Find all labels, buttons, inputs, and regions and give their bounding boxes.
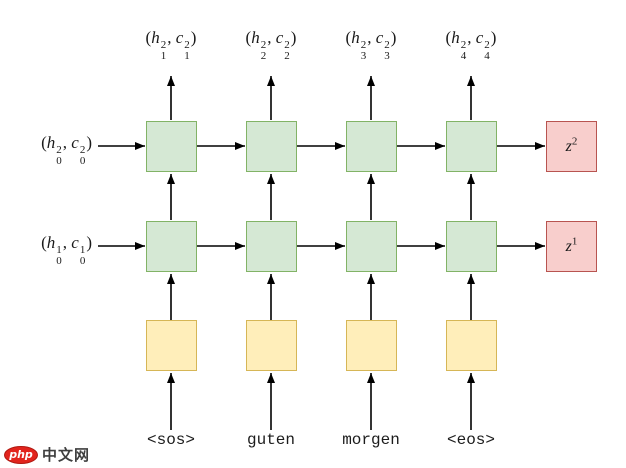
encoder-cell-layer1-t1 (146, 221, 197, 272)
context-vector-box-z2: z2 (546, 121, 597, 172)
embedding-box-t3 (346, 320, 397, 371)
context-vector-label-z2: z2 (565, 135, 578, 155)
watermark-logo: php 中文网 (4, 444, 90, 465)
encoder-cell-layer2-t4 (446, 121, 497, 172)
context-vector-box-z1: z1 (546, 221, 597, 272)
context-vector-label-z1: z1 (565, 235, 578, 255)
watermark-site-text: 中文网 (42, 446, 91, 464)
input-token-eos: <eos> (446, 431, 495, 449)
encoder-cell-layer2-t2 (246, 121, 297, 172)
embedding-box-t2 (246, 320, 297, 371)
encoder-cell-layer1-t3 (346, 221, 397, 272)
embedding-box-t1 (146, 320, 197, 371)
php-badge: php (4, 445, 38, 464)
encoder-cell-layer1-t4 (446, 221, 497, 272)
encoder-cell-layer2-t1 (146, 121, 197, 172)
input-token-morgen: morgen (342, 431, 400, 449)
input-token-guten: guten (246, 431, 295, 449)
embedding-box-t4 (446, 320, 497, 371)
input-token-sos: <sos> (146, 431, 195, 449)
encoder-cell-layer2-t3 (346, 121, 397, 172)
encoder-cell-layer1-t2 (246, 221, 297, 272)
